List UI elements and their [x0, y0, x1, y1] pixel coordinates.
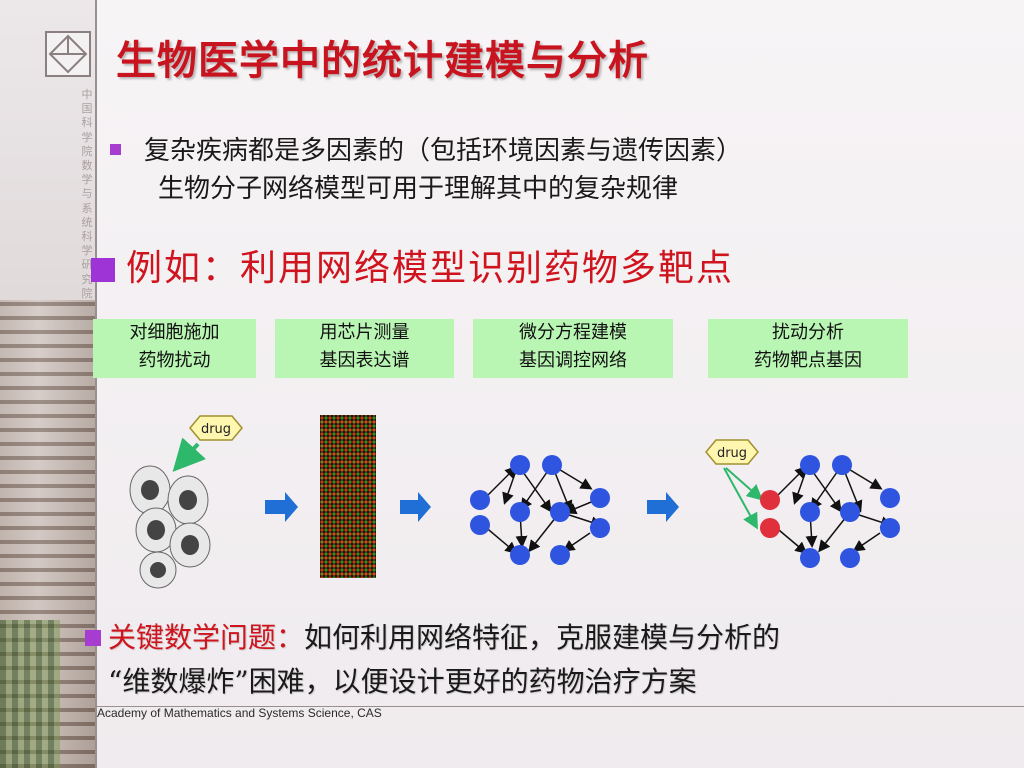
step-line: 微分方程建模	[519, 322, 627, 343]
flow-arrow-icon	[400, 492, 431, 522]
drug-arrow-icon	[172, 437, 206, 472]
step-line: 用芯片测量	[319, 322, 410, 343]
step-line: 对细胞施加	[129, 322, 220, 343]
workflow-figure: drug drug	[129, 415, 900, 589]
step-line: 药物靶点基因	[754, 350, 862, 371]
key-question-line-1: 关键数学问题：如何利用网络特征，克服建模与分析的	[108, 616, 780, 660]
cells-illustration	[129, 465, 211, 589]
flow-arrow-icon	[647, 492, 679, 522]
bullet-marker-large	[91, 258, 115, 282]
slide-title: 生物医学中的统计建模与分析	[116, 37, 649, 84]
institute-logo-icon	[45, 31, 91, 77]
footer-divider	[96, 706, 1024, 707]
step-box-target-analysis: 扰动分析 药物靶点基因	[708, 319, 908, 378]
drug-tag-icon: drug	[705, 439, 759, 465]
bullet-text-line-1: 复杂疾病都是多因素的（包括环境因素与遗传因素）	[144, 136, 743, 166]
vertical-divider	[95, 0, 97, 768]
target-network	[760, 455, 900, 568]
bullet-marker	[85, 630, 101, 646]
step-box-perturb: 对细胞施加 药物扰动	[93, 319, 256, 378]
gene-network	[470, 455, 610, 565]
step-line: 药物扰动	[138, 350, 211, 371]
flow-arrow-icon	[265, 492, 298, 522]
step-line: 基因表达谱	[319, 350, 410, 371]
footer-text: Academy of Mathematics and Systems Scien…	[97, 706, 382, 720]
step-line: 基因调控网络	[519, 350, 627, 371]
drug-label: drug	[717, 446, 747, 461]
organization-vertical-text: 中国科学院数学与系统科学研究院	[81, 88, 93, 300]
key-question-line-2: “维数爆炸”困难，以便设计更好的药物治疗方案	[108, 665, 697, 698]
trees-photo	[0, 620, 60, 768]
left-decoration-strip	[0, 0, 96, 768]
microarray-image	[320, 415, 376, 578]
drug-target-arrow-icon	[725, 467, 763, 501]
bullet-text-line-2: 生物分子网络模型可用于理解其中的复杂规律	[158, 174, 679, 204]
drug-tag-icon: drug	[189, 415, 243, 441]
step-line: 扰动分析	[772, 322, 844, 343]
bullet-marker	[110, 144, 121, 155]
step-box-microarray: 用芯片测量 基因表达谱	[275, 319, 454, 378]
drug-label: drug	[201, 422, 231, 437]
step-box-ode-model: 微分方程建模 基因调控网络	[473, 319, 673, 378]
example-heading: 例如：利用网络模型识别药物多靶点	[126, 248, 735, 289]
key-question-label: 关键数学问题：	[108, 621, 305, 654]
key-question-text: 如何利用网络特征，克服建模与分析的	[304, 621, 781, 654]
drug-target-arrow-icon	[723, 467, 758, 530]
